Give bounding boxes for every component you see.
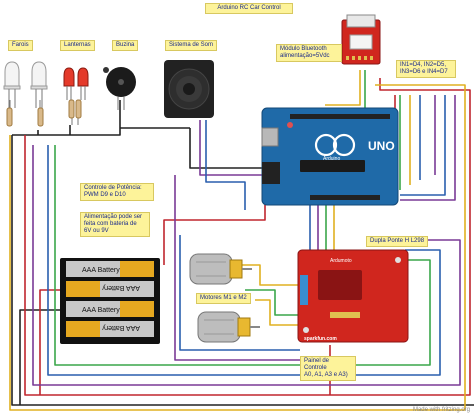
speaker xyxy=(164,60,214,118)
bluetooth-module xyxy=(341,14,381,65)
battery-cell-1: AAA Battery xyxy=(66,261,154,277)
farois-leds xyxy=(3,61,48,127)
painel-label: Painel de Controle A0, A1, A3 e A3) xyxy=(300,356,356,381)
battery-cell-2: AAA Battery xyxy=(66,281,154,297)
motor-m1 xyxy=(189,253,252,285)
sistema-som-label: Sistema de Som xyxy=(165,40,218,51)
fritzing-footer: Made with fritzing.org xyxy=(412,407,470,413)
alimentacao-label: Alimentação pode ser feita com bateria d… xyxy=(80,212,150,237)
farois-label: Farois xyxy=(8,40,33,51)
lanternas-label: Lanternas xyxy=(60,40,95,51)
resistor-farol-2 xyxy=(37,107,44,127)
svg-text:AAA Battery: AAA Battery xyxy=(82,267,120,274)
shield-brand: Ardumoto xyxy=(330,258,352,264)
pinos-in-label: IN1=D4, IN2=D5, IN3=D6 e IN4=D7 xyxy=(396,60,456,78)
potencia-label: Controle de Potência: PWM D9 e D10 xyxy=(80,183,154,201)
white-led-1 xyxy=(3,61,21,108)
battery-cell-4: AAA Battery xyxy=(66,321,154,337)
bluetooth-label: Módulo Bluetooth alimentação=5Vdc xyxy=(276,44,342,62)
buzzer xyxy=(103,67,136,110)
resistor-lanterna-2 xyxy=(75,99,82,119)
motores-label: Motores M1 e M2 xyxy=(196,293,251,304)
white-led-2 xyxy=(30,61,48,108)
red-led-2 xyxy=(77,67,89,100)
buzina-label: Buzina xyxy=(112,40,139,51)
motor-m2 xyxy=(197,311,260,343)
shield-site: sparkfun.com xyxy=(304,336,337,342)
svg-text:AAA Battery: AAA Battery xyxy=(102,324,140,331)
red-led-1 xyxy=(63,67,75,100)
title-label: Arduino RC Car Control xyxy=(205,3,293,14)
arduino-uno-board: UNO Arduino xyxy=(261,107,399,206)
resistor-farol-1 xyxy=(6,107,13,127)
resistor-lanterna-1 xyxy=(68,99,75,119)
uno-label: UNO xyxy=(368,139,395,153)
ponte-h-label: Dupla Ponte H L298 xyxy=(366,236,429,247)
svg-text:AAA Battery: AAA Battery xyxy=(102,284,140,291)
lanternas-leds xyxy=(63,67,89,119)
battery-pack: AAA Battery AAA Battery AAA Battery AAA … xyxy=(60,258,160,344)
arduino-label: Arduino xyxy=(323,156,340,162)
ardumoto-shield: Ardumoto sparkfun.com xyxy=(297,249,409,343)
battery-cell-3: AAA Battery xyxy=(66,301,154,317)
svg-text:AAA Battery: AAA Battery xyxy=(82,307,120,314)
